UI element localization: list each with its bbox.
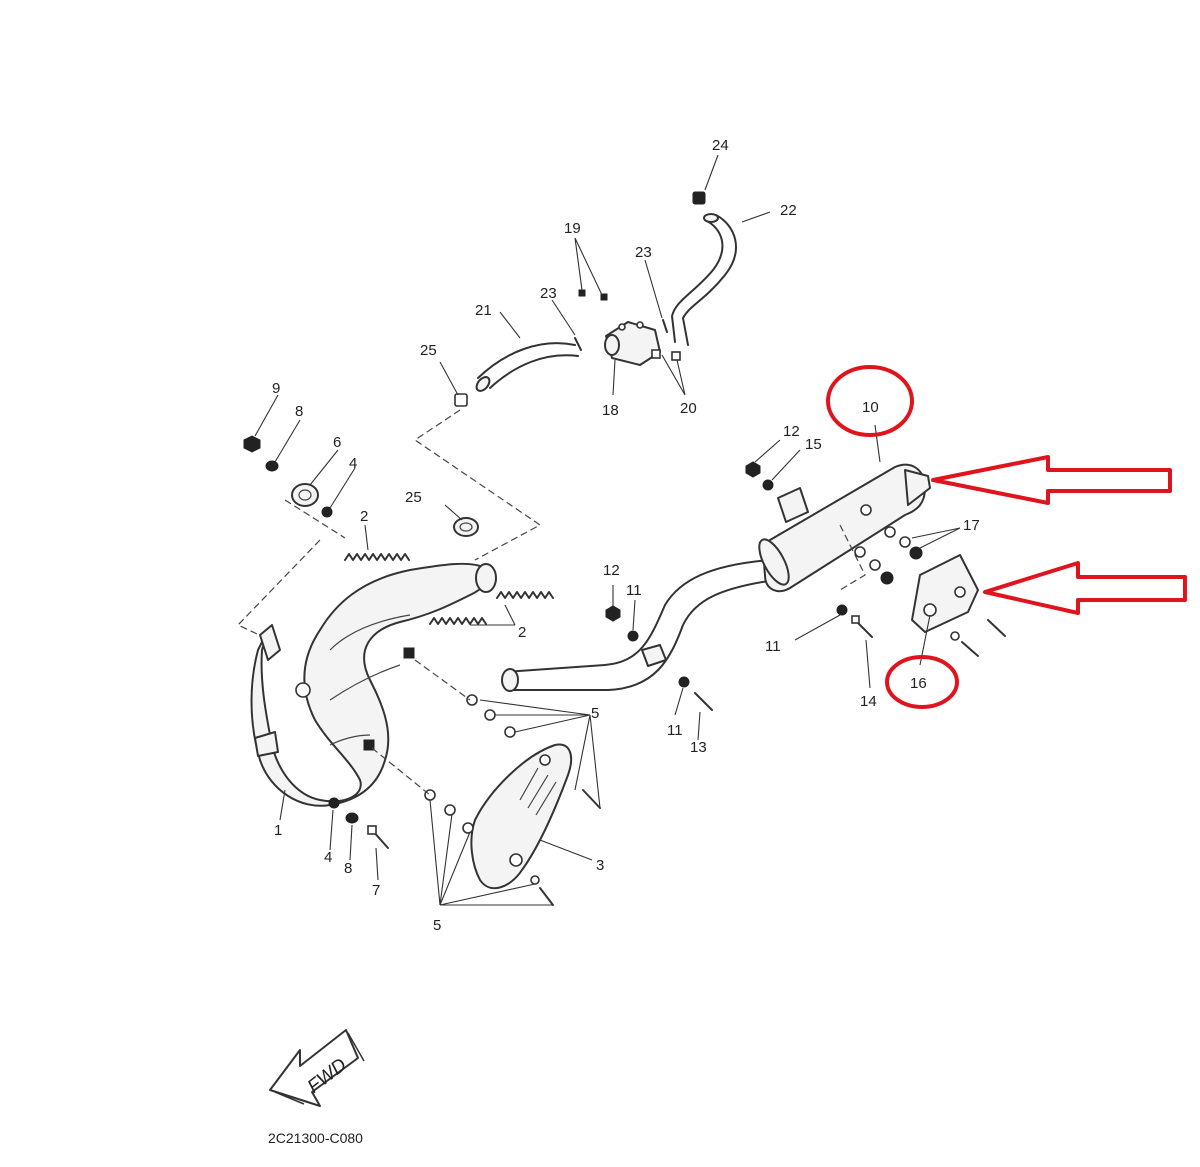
callout-4-bottom: 4: [324, 849, 332, 866]
part-2-spring-right-a: [496, 591, 554, 599]
part-7-bolt: [367, 825, 389, 849]
part-2-spring-left: [344, 553, 410, 561]
part-8-washer-top: [265, 460, 279, 472]
part-15-washer: [762, 479, 774, 491]
part-22-hose: [671, 213, 737, 346]
highlight-arrow-silencer: [931, 455, 1172, 505]
part-17-hardware: [854, 504, 923, 585]
part-14-bolt: [851, 615, 873, 638]
callout-8-bottom: 8: [344, 860, 352, 877]
callout-13: 13: [690, 739, 707, 756]
part-19-screws: [578, 289, 608, 301]
callout-17: 17: [963, 517, 980, 534]
callout-24-top: 24: [712, 137, 729, 154]
highlight-ring-10: [826, 365, 914, 437]
part-3-heat-protector: [470, 743, 573, 890]
callout-11-center-a: 11: [626, 582, 642, 599]
part-2-spring-right-b: [429, 617, 487, 625]
callout-6: 6: [333, 434, 341, 451]
callout-12-right: 12: [783, 423, 800, 440]
part-11-washer-center-a: [627, 630, 639, 642]
callout-7: 7: [372, 882, 380, 899]
callout-25: 25: [405, 489, 422, 506]
part-24-clamp-top: [692, 191, 706, 205]
callout-12-center: 12: [603, 562, 620, 579]
part-13-bolt: [694, 692, 713, 711]
callout-1: 1: [274, 822, 282, 839]
part-11-washer-center-b: [678, 676, 690, 688]
part-23-clips: [574, 319, 668, 351]
callout-22: 22: [780, 202, 797, 219]
callout-19: 19: [564, 220, 581, 237]
callout-4-top: 4: [349, 455, 357, 472]
part-21-hose: [475, 342, 579, 392]
part-11-washer-right: [836, 604, 848, 616]
part-1-exhaust-chamber: [250, 562, 497, 807]
highlight-annotations: [826, 365, 1187, 709]
callout-14: 14: [860, 693, 877, 710]
part-12-nut-center: [605, 605, 621, 622]
leader-lines: [254, 154, 961, 906]
fwd-arrow-icon: [269, 1029, 359, 1107]
part-24-clamp-left: [454, 393, 468, 407]
part-16-heat-guard: [911, 554, 1006, 657]
part-18-valve-body: [604, 321, 681, 366]
part-8-washer-bottom: [345, 812, 359, 824]
callout-21: 21: [475, 302, 492, 319]
part-4-collar-bottom: [328, 797, 340, 809]
callout-18: 18: [602, 402, 619, 419]
part-4-collar-top: [321, 506, 333, 518]
callout-labels: 24 22 19 23 23 21 25 18 20 9 8 6 4 25 2 …: [272, 137, 980, 934]
tail-pipe: [501, 559, 776, 692]
highlight-ring-16: [885, 655, 959, 709]
callout-16: 16: [910, 675, 927, 692]
part-6-damper: [291, 483, 319, 507]
callout-9: 9: [272, 380, 280, 397]
callout-2-left: 2: [360, 508, 368, 525]
callout-23-left: 23: [540, 285, 557, 302]
callout-10: 10: [862, 399, 879, 416]
drawing-code: 2C21300-C080: [268, 1130, 363, 1146]
part-12-nut-right: [745, 461, 761, 478]
callout-5-right: 5: [591, 705, 599, 722]
part-25-gasket: [453, 517, 479, 537]
highlight-arrow-heat-guard: [983, 561, 1187, 615]
callout-3: 3: [596, 857, 604, 874]
callout-23-right: 23: [635, 244, 652, 261]
callout-11-right: 11: [765, 638, 781, 655]
callout-11-center-b: 11: [667, 722, 683, 739]
callout-15: 15: [805, 436, 822, 453]
callout-5-bottom: 5: [433, 917, 441, 934]
part-10-silencer: [758, 463, 931, 593]
callout-8-top: 8: [295, 403, 303, 420]
callout-24-left: 25: [420, 342, 437, 359]
forward-direction-indicator: FWD: [269, 1029, 365, 1107]
part-9-nut: [243, 435, 261, 453]
callout-2-right: 2: [518, 624, 526, 641]
callout-20: 20: [680, 400, 697, 417]
